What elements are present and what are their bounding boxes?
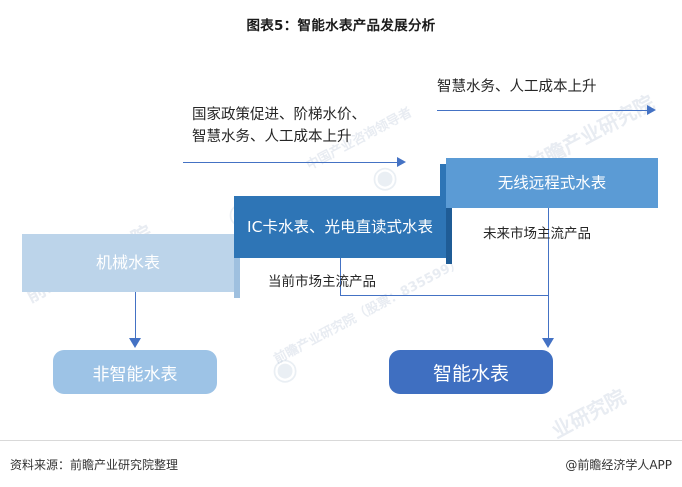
box-mechanical-meter[interactable]: 机械水表 [22,234,240,298]
box-smart-meter[interactable]: 智能水表 [389,350,553,394]
box-smart-label: 智能水表 [432,362,509,385]
driver-arrow-top-line [437,110,647,111]
connector-trunk-to-smart-line [548,295,549,340]
page-title: 图表5：智能水表产品发展分析 [246,18,436,34]
driver-label-left-line1: 国家政策促进、阶梯水价、 [192,107,366,123]
box-wireless-label: 无线远程式水表 [497,173,607,192]
connector-wireless-down-line [548,208,549,296]
driver-arrow-top-head-icon [647,105,656,115]
driver-label-left-line2: 智慧水务、人工成本上升 [192,129,352,146]
box-ic-card-meter[interactable]: IC卡水表、光电直读式水表 [234,196,452,264]
box-mechanical-shadow [234,240,240,298]
footer-source: 资料来源：前瞻产业研究院整理 [10,458,179,472]
watermark-logo-icon-3: ◉ [372,160,399,195]
footer-account: @前瞻经济学人APP [565,458,672,472]
driver-arrow-left-head-icon [397,157,406,167]
connector-ic-card-right-line [340,295,549,296]
driver-arrow-left-line [183,162,397,163]
connector-mechanical-to-nonsmart-line [135,292,136,340]
driver-label-left: 国家政策促进、阶梯水价、 智慧水务、人工成本上升 [192,104,366,149]
connector-ic-card-down-line [340,258,341,295]
box-ic-card-shadow [446,202,452,264]
box-ic-card-label: IC卡水表、光电直读式水表 [247,217,433,236]
box-wireless-shadow [440,164,446,214]
driver-label-top: 智慧水务、人工成本上升 [437,79,597,95]
box-wireless-meter[interactable]: 无线远程式水表 [440,158,658,214]
annotation-current-mainstream: 当前市场主流产品 [268,274,376,290]
footer-divider [0,440,682,441]
watermark-brand-3: 业研究院 [547,384,630,444]
watermark-logo-icon: ◉ [272,352,299,387]
connector-trunk-to-smart-head-icon [542,338,554,348]
box-non-smart-label: 非智能水表 [92,364,178,385]
annotation-future-mainstream: 未来市场主流产品 [483,226,591,242]
box-non-smart-meter[interactable]: 非智能水表 [53,350,217,394]
box-mechanical-label: 机械水表 [95,253,160,273]
connector-mechanical-to-nonsmart-head-icon [129,338,141,348]
